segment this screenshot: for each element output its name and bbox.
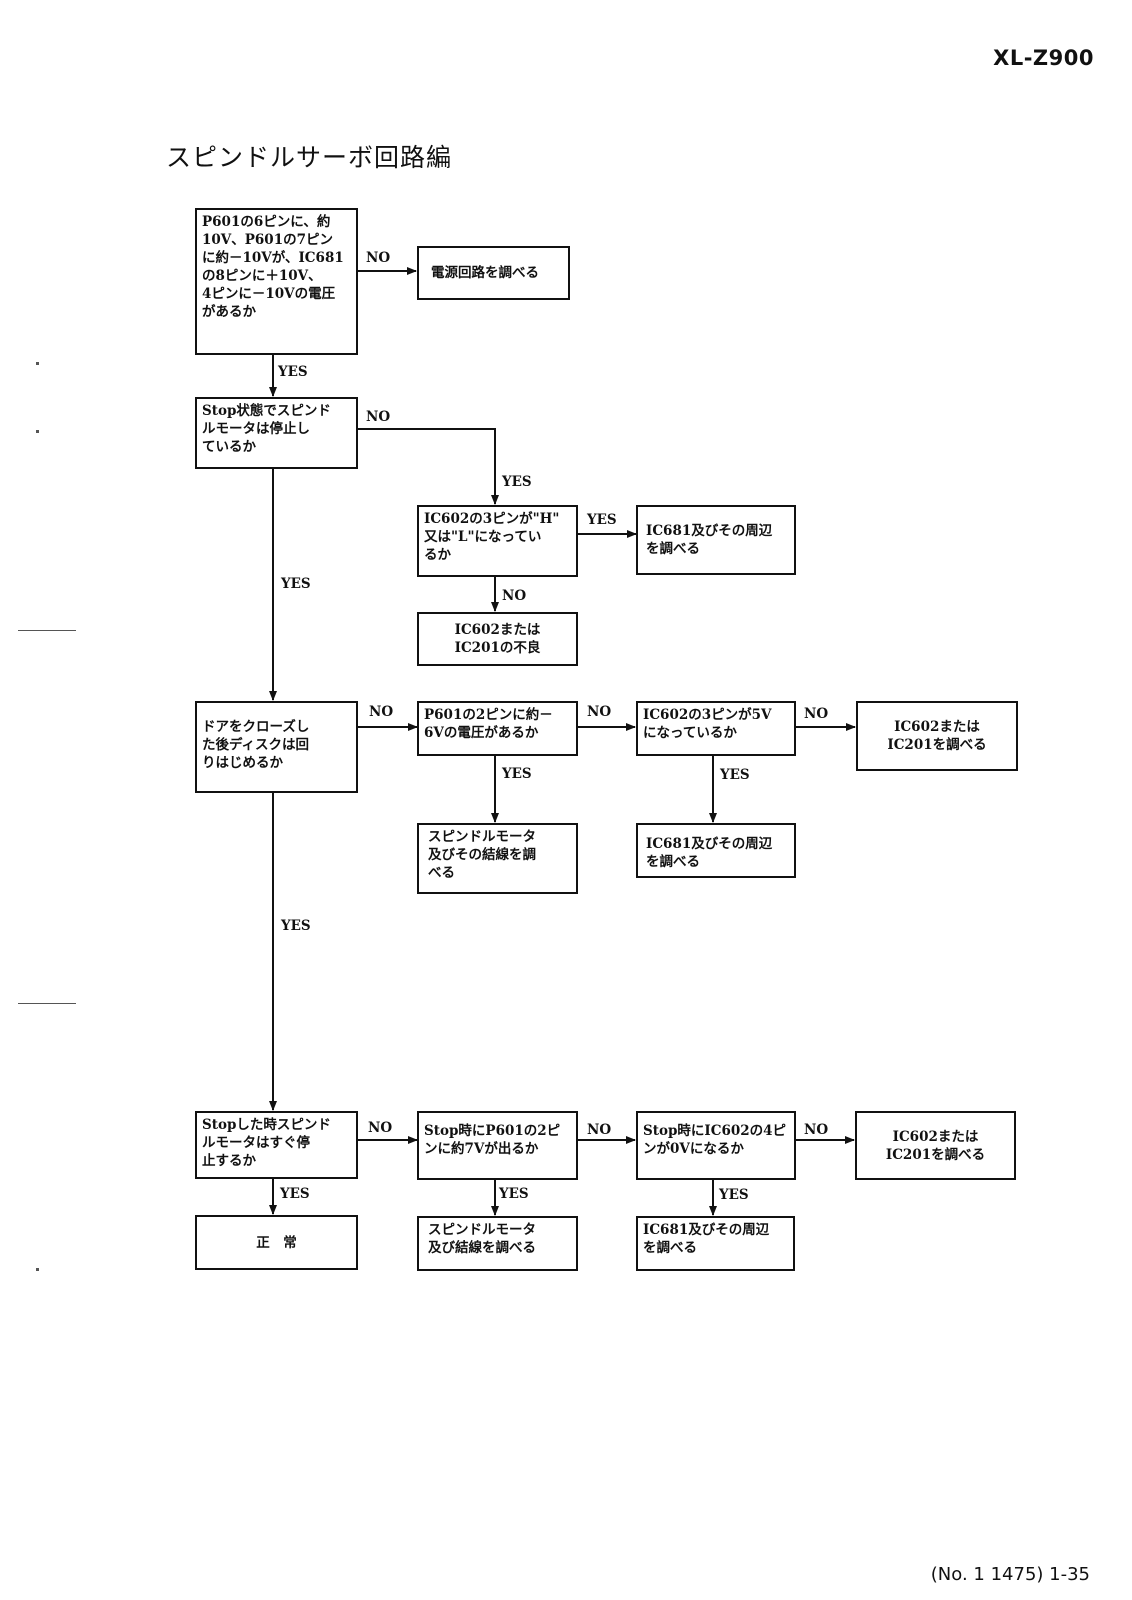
model-number: XL-Z900: [993, 46, 1094, 70]
box-stop-ic602-0v: Stop時にIC602の4ピ ンが0Vになるか: [636, 1111, 796, 1180]
page-title: スピンドルサーボ回路編: [166, 143, 453, 172]
box-check-power-circuit: 電源回路を調べる: [417, 246, 570, 300]
label-no-b1: NO: [366, 250, 391, 266]
arrow-b3-b4: [357, 428, 499, 505]
label-no-b7: NO: [369, 704, 394, 720]
label-yes-b3-b7: YES: [281, 576, 311, 592]
label-yes-b3-b4: YES: [502, 474, 532, 490]
label-yes-b7: YES: [281, 918, 311, 934]
label-no-b3: NO: [366, 409, 391, 425]
label-yes-b13: YES: [280, 1186, 310, 1202]
scan-mark: [18, 630, 76, 631]
box-stop-state-check: Stop状態でスピンド ルモータは停止し ているか: [195, 397, 358, 469]
label-yes-b14: YES: [499, 1186, 529, 1202]
label-no-b4: NO: [502, 588, 527, 604]
box-door-close-disc-spin: ドアをクローズし た後ディスクは回 りはじめるか: [195, 701, 358, 793]
box-check-ic681-1: IC681及びその周辺 を調べる: [636, 505, 796, 575]
box-check-ic602-ic201-2: IC602または IC201を調べる: [855, 1111, 1016, 1180]
box-check-ic681-2: IC681及びその周辺 を調べる: [636, 823, 796, 878]
box-check-ic602-ic201-1: IC602または IC201を調べる: [856, 701, 1018, 771]
box-check-spindle-motor-wiring: スピンドルモータ 及びその結線を調 べる: [417, 823, 578, 894]
scan-mark: [18, 1003, 76, 1004]
label-yes-b1: YES: [278, 364, 308, 380]
box-ic602-pin3-hl: IC602の3ピンが"H" 又は"L"になってい るか: [417, 505, 578, 577]
label-no-b15: NO: [804, 1122, 829, 1138]
label-yes-b8: YES: [502, 766, 532, 782]
label-no-b13: NO: [368, 1120, 393, 1136]
box-stop-p601-7v: Stop時にP601の2ピ ンに約7Vが出るか: [417, 1111, 578, 1180]
scan-mark: [36, 362, 39, 365]
box-ic602-pin3-5v: IC602の3ピンが5V になっているか: [636, 701, 796, 756]
label-no-b9: NO: [804, 706, 829, 722]
label-yes-b4: YES: [587, 512, 617, 528]
label-yes-b9: YES: [720, 767, 750, 783]
box-check-ic681-3: IC681及びその周辺 を調べる: [636, 1216, 795, 1271]
scan-mark: [36, 1268, 39, 1271]
page-number: (No. 1 1475) 1-35: [930, 1564, 1090, 1585]
box-ic602-ic201-defect: IC602または IC201の不良: [417, 612, 578, 666]
scan-mark: [36, 430, 39, 433]
box-power-check: P601の6ピンに、約 10V、P601の7ピン に約－10Vが、IC681 の…: [195, 208, 358, 355]
label-yes-b15: YES: [719, 1187, 749, 1203]
box-check-spindle-motor-wiring-2: スピンドルモータ 及び結線を調べる: [417, 1216, 578, 1271]
label-no-b8: NO: [587, 704, 612, 720]
box-stop-motor-check: Stopした時スピンド ルモータはすぐ停 止するか: [195, 1111, 358, 1179]
label-no-b14: NO: [587, 1122, 612, 1138]
box-normal: 正 常: [195, 1215, 358, 1270]
box-p601-pin2-6v: P601の2ピンに約－ 6Vの電圧があるか: [417, 701, 578, 756]
